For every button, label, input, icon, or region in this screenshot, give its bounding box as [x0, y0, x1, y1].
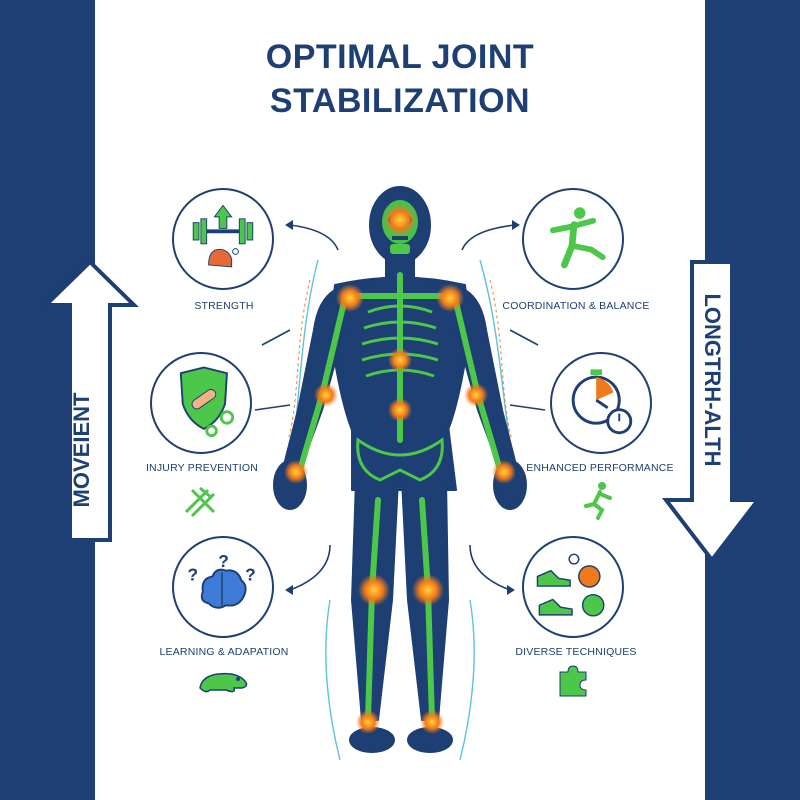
enhanced-performance-label: ENHANCED PERFORMANCE	[526, 462, 674, 474]
learning-circle: ? ? ?	[172, 536, 274, 638]
crutches-icon	[184, 486, 216, 518]
svg-text:?: ?	[187, 564, 198, 584]
sneakers-balls-icon	[536, 553, 605, 617]
runner-icon	[584, 482, 612, 520]
stopwatch-clock-icon	[571, 369, 633, 435]
puzzle-piece-icon	[559, 665, 587, 697]
shield-bandage-icon	[179, 366, 235, 438]
coordination-label: COORDINATION & BALANCE	[502, 300, 650, 312]
injury-prevention-label: INJURY PREVENTION	[145, 462, 259, 474]
chameleon-icon	[199, 672, 248, 693]
brain-question-icon: ? ? ?	[187, 551, 256, 609]
diverse-techniques-circle	[522, 536, 624, 638]
learning-label: LEARNING & ADAPATION	[159, 646, 289, 658]
page-title-line-1: OPTIMAL JOINT	[265, 38, 535, 76]
svg-text:?: ?	[218, 551, 229, 571]
balancing-figure-icon	[549, 207, 606, 269]
strength-label: STRENGTH	[194, 300, 254, 312]
up-arrow-icon	[41, 259, 139, 542]
enhanced-performance-circle	[550, 352, 652, 454]
barbell-flexed-arm-icon	[192, 204, 254, 268]
down-arrow-icon	[661, 260, 763, 564]
coordination-circle	[522, 188, 624, 290]
injury-prevention-circle	[150, 352, 252, 454]
svg-text:?: ?	[245, 564, 256, 584]
strength-circle	[172, 188, 274, 290]
page-title-line-2: STABILIZATION	[269, 82, 531, 120]
diverse-techniques-label: DIVERSE TECHNIQUES	[515, 646, 637, 658]
